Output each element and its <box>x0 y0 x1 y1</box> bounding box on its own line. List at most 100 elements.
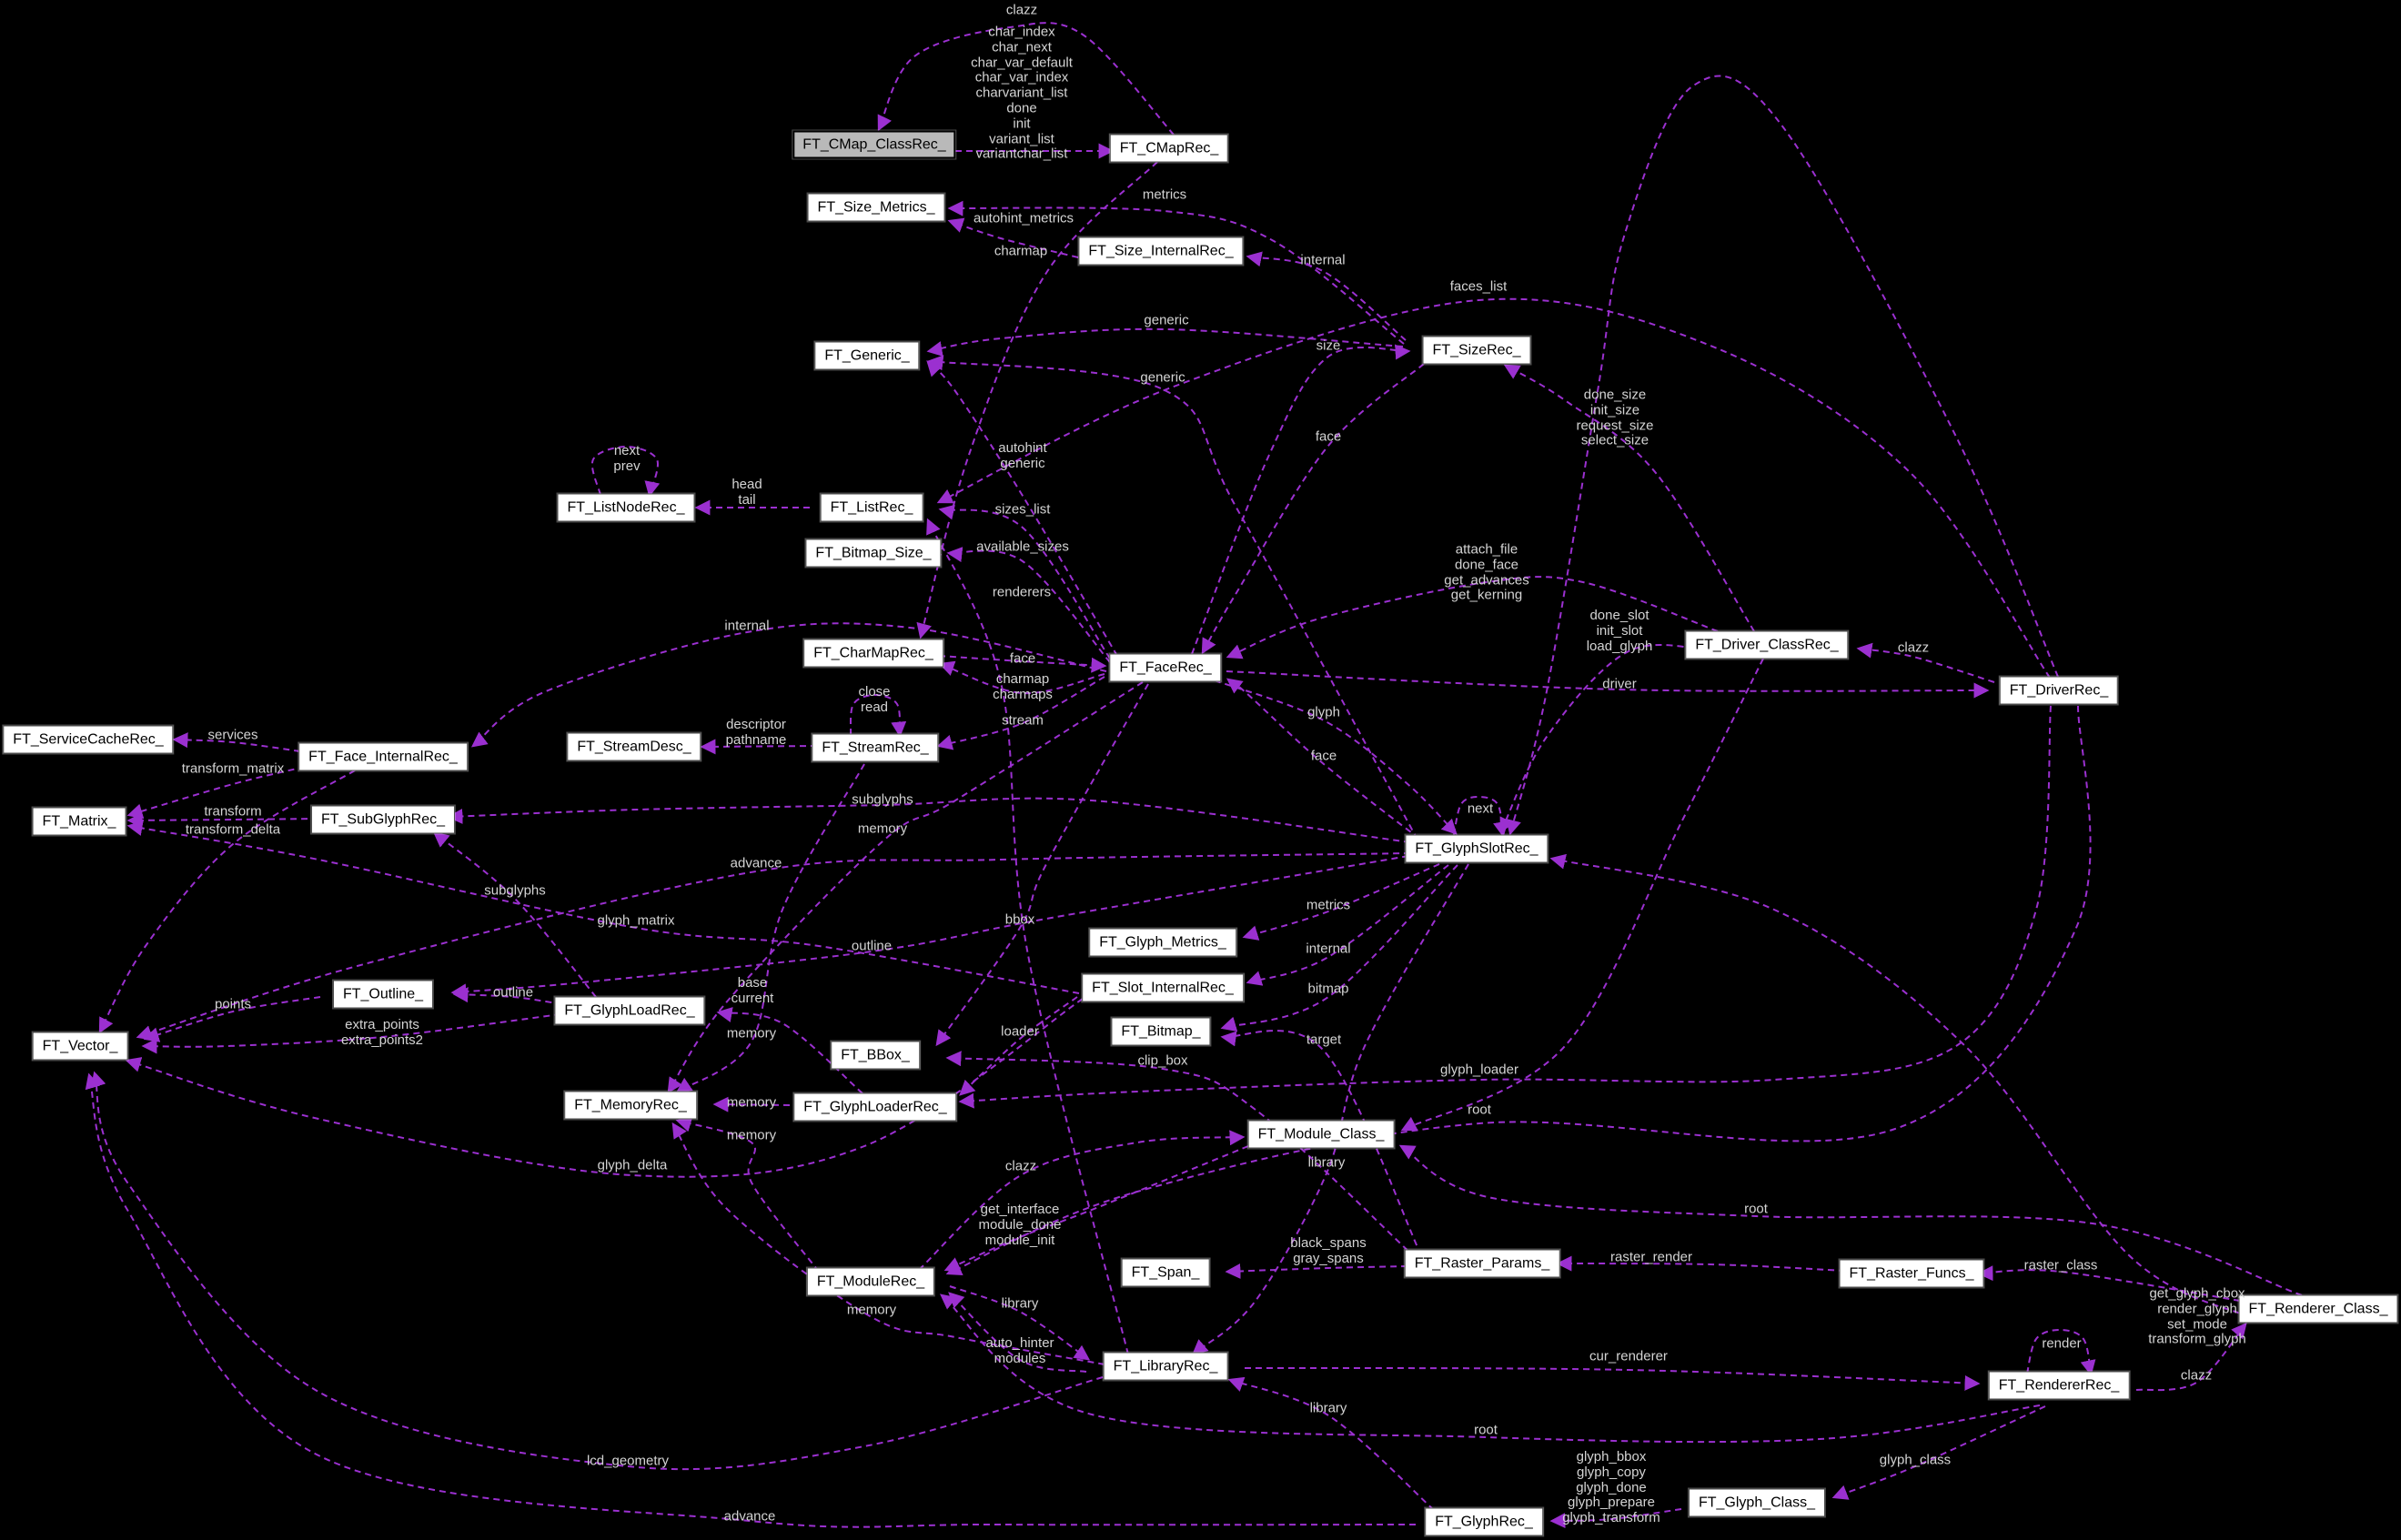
edge-label-root: root <box>1744 1201 1768 1217</box>
node-FT_Raster_Params_[interactable]: FT_Raster_Params_ <box>1404 1249 1560 1278</box>
node-FT_LibraryRec_[interactable]: FT_LibraryRec_ <box>1103 1352 1228 1381</box>
node-FT_StreamDesc_[interactable]: FT_StreamDesc_ <box>567 732 701 761</box>
edge-FT_GlyphLoadRec_-to-FT_Vector_ <box>141 1013 561 1054</box>
node-FT_Renderer_Class_[interactable]: FT_Renderer_Class_ <box>2238 1294 2398 1324</box>
node-FT_Matrix_[interactable]: FT_Matrix_ <box>32 807 126 836</box>
node-FT_Size_Metrics_[interactable]: FT_Size_Metrics_ <box>807 193 945 222</box>
edge-label-glyph_bbox: glyph_bbox glyph_copy glyph_done glyph_p… <box>1562 1449 1660 1526</box>
node-FT_ServiceCacheRec_[interactable]: FT_ServiceCacheRec_ <box>3 725 174 754</box>
edge-FT_Face_InternalRec_-to-FT_Vector_ <box>98 770 356 1034</box>
edge-FT_FaceRec_-to-FT_Face_InternalRec_ <box>470 622 1107 748</box>
edge-label-head: head tail <box>731 477 762 508</box>
edge-FT_FaceRec_-to-FT_GlyphSlotRec_ <box>1214 679 1458 835</box>
edge-label-charmap: charmap <box>994 243 1048 259</box>
node-FT_GlyphLoaderRec_[interactable]: FT_GlyphLoaderRec_ <box>793 1092 957 1122</box>
node-FT_ModuleRec_[interactable]: FT_ModuleRec_ <box>806 1267 935 1296</box>
edge-FT_GlyphSlotRec_-to-FT_LibraryRec_ <box>1192 863 1469 1355</box>
edge-label-face: face <box>1310 748 1337 764</box>
edge-label-advance: advance <box>723 1508 776 1525</box>
node-FT_Span_[interactable]: FT_Span_ <box>1121 1258 1210 1287</box>
node-FT_GlyphLoadRec_[interactable]: FT_GlyphLoadRec_ <box>554 996 705 1025</box>
edge-FT_ModuleRec_-to-FT_LibraryRec_ <box>949 1285 1091 1361</box>
edge-label-glyph_loader: glyph_loader <box>1440 1062 1518 1078</box>
node-FT_Face_InternalRec_[interactable]: FT_Face_InternalRec_ <box>298 742 468 771</box>
edge-label-clazz: clazz <box>1004 1158 1037 1174</box>
edge-label-autohint: autohint generic <box>998 440 1047 471</box>
edge-label-clazz: clazz <box>2180 1367 2213 1384</box>
node-FT_MemoryRec_[interactable]: FT_MemoryRec_ <box>564 1091 697 1120</box>
node-FT_Outline_[interactable]: FT_Outline_ <box>332 980 434 1009</box>
edge-FT_GlyphSlotRec_-to-FT_Vector_ <box>136 852 1411 1041</box>
edge-label-descriptor: descriptor pathname <box>725 717 787 748</box>
edge-label-char_index: char_index char_next char_var_default ch… <box>971 24 1073 162</box>
edge-FT_DriverRec_-to-FT_ListRec_ <box>936 297 2051 679</box>
edge-FT_FaceRec_-to-FT_Bitmap_Size_ <box>946 547 1111 663</box>
node-FT_Raster_Funcs_[interactable]: FT_Raster_Funcs_ <box>1839 1259 1984 1288</box>
edge-FT_Driver_ClassRec_-to-FT_SizeRec_ <box>1503 364 1755 632</box>
edge-FT_Renderer_Class_-to-FT_Raster_Funcs_ <box>1977 1265 2241 1302</box>
edge-label-close: close read <box>858 684 891 715</box>
edge-label-root: root <box>1474 1422 1498 1438</box>
edge-label-transform_matrix: transform_matrix <box>181 760 285 777</box>
node-FT_GlyphSlotRec_[interactable]: FT_GlyphSlotRec_ <box>1405 834 1549 863</box>
edge-label-generic: generic <box>1140 369 1185 386</box>
node-FT_Bitmap_Size_[interactable]: FT_Bitmap_Size_ <box>805 538 942 568</box>
node-FT_SubGlyphRec_[interactable]: FT_SubGlyphRec_ <box>310 805 456 834</box>
edge-label-outline: outline <box>851 938 893 954</box>
node-FT_ListRec_[interactable]: FT_ListRec_ <box>820 493 923 522</box>
edge-FT_StreamRec_-to-FT_StreamRec_ <box>849 693 907 738</box>
edge-FT_FaceRec_-to-FT_Generic_ <box>926 360 1118 657</box>
node-FT_Bitmap_[interactable]: FT_Bitmap_ <box>1111 1017 1211 1046</box>
node-FT_Vector_[interactable]: FT_Vector_ <box>32 1032 128 1061</box>
edge-FT_LibraryRec_-to-FT_ListRec_ <box>926 518 1129 1355</box>
edge-FT_GlyphSlotRec_-to-FT_Bitmap_ <box>1220 864 1458 1032</box>
edge-label-memory: memory <box>726 1127 777 1143</box>
node-FT_FaceRec_[interactable]: FT_FaceRec_ <box>1109 653 1222 682</box>
edge-label-metrics: metrics <box>1306 897 1351 913</box>
edge-FT_Slot_InternalRec_-to-FT_GlyphLoaderRec_ <box>959 996 1078 1096</box>
node-FT_BBox_[interactable]: FT_BBox_ <box>831 1041 920 1070</box>
edge-FT_FaceRec_-to-FT_SizeRec_ <box>1191 344 1411 655</box>
edge-label-outline: outline <box>492 984 534 1001</box>
edge-FT_Face_InternalRec_-to-FT_ServiceCacheRec_ <box>172 732 301 752</box>
edge-FT_SubGlyphRec_-to-FT_Matrix_ <box>126 812 319 829</box>
edge-label-base: base current <box>731 975 774 1006</box>
edge-FT_Raster_Funcs_-to-FT_Raster_Params_ <box>1556 1255 1846 1272</box>
edge-label-sizes_list: sizes_list <box>994 501 1051 518</box>
edge-FT_StreamRec_-to-FT_MemoryRec_ <box>675 763 865 1093</box>
edge-FT_GlyphSlotRec_-to-FT_Outline_ <box>450 855 1409 1000</box>
node-FT_Size_InternalRec_[interactable]: FT_Size_InternalRec_ <box>1078 237 1244 266</box>
node-FT_Driver_ClassRec_[interactable]: FT_Driver_ClassRec_ <box>1685 630 1849 659</box>
node-FT_CharMapRec_[interactable]: FT_CharMapRec_ <box>803 639 943 668</box>
node-FT_SizeRec_[interactable]: FT_SizeRec_ <box>1422 336 1531 365</box>
node-FT_DriverRec_[interactable]: FT_DriverRec_ <box>1999 676 2119 705</box>
edge-FT_Size_InternalRec_-to-FT_Size_Metrics_ <box>947 217 1079 258</box>
node-FT_Generic_[interactable]: FT_Generic_ <box>814 341 920 370</box>
edge-label-advance: advance <box>730 855 782 871</box>
node-FT_Glyph_Class_[interactable]: FT_Glyph_Class_ <box>1688 1488 1826 1517</box>
node-FT_GlyphRec_[interactable]: FT_GlyphRec_ <box>1425 1507 1543 1536</box>
edge-label-available_sizes: available_sizes <box>976 538 1069 555</box>
edge-FT_LibraryRec_-to-FT_RendererRec_ <box>1244 1367 1981 1391</box>
edge-FT_Driver_ClassRec_-to-FT_GlyphSlotRec_ <box>1499 644 1717 834</box>
edge-label-memory: memory <box>857 820 908 837</box>
edge-label-clazz: clazz <box>1005 2 1038 18</box>
node-FT_CMapRec_[interactable]: FT_CMapRec_ <box>1109 134 1229 163</box>
edge-label-glyph: glyph <box>1307 704 1340 720</box>
node-FT_StreamRec_[interactable]: FT_StreamRec_ <box>812 733 939 762</box>
node-FT_Glyph_Metrics_[interactable]: FT_Glyph_Metrics_ <box>1089 928 1236 957</box>
edge-FT_GlyphSlotRec_-to-FT_FaceRec_ <box>1226 678 1420 840</box>
node-FT_RendererRec_[interactable]: FT_RendererRec_ <box>1988 1371 2130 1400</box>
edge-FT_RendererRec_-to-FT_ModuleRec_ <box>940 1293 2041 1444</box>
node-FT_Slot_InternalRec_[interactable]: FT_Slot_InternalRec_ <box>1082 973 1244 1002</box>
edge-FT_Raster_Params_-to-FT_Span_ <box>1225 1263 1408 1279</box>
edge-FT_Face_InternalRec_-to-FT_Matrix_ <box>126 766 306 819</box>
edge-FT_GlyphSlotRec_-to-FT_Glyph_Metrics_ <box>1242 863 1440 941</box>
edge-label-bitmap: bitmap <box>1307 981 1349 997</box>
node-FT_ListNodeRec_[interactable]: FT_ListNodeRec_ <box>557 493 695 522</box>
edge-FT_Module_Class_-to-FT_ModuleRec_ <box>943 1145 1249 1272</box>
node-FT_Module_Class_[interactable]: FT_Module_Class_ <box>1247 1120 1395 1149</box>
edge-label-auto_hinter: auto_hinter modules <box>985 1335 1054 1366</box>
edge-label-glyph_class: glyph_class <box>1879 1452 1952 1468</box>
edge-label-done_size: done_size init_size request_size select_… <box>1576 387 1654 448</box>
